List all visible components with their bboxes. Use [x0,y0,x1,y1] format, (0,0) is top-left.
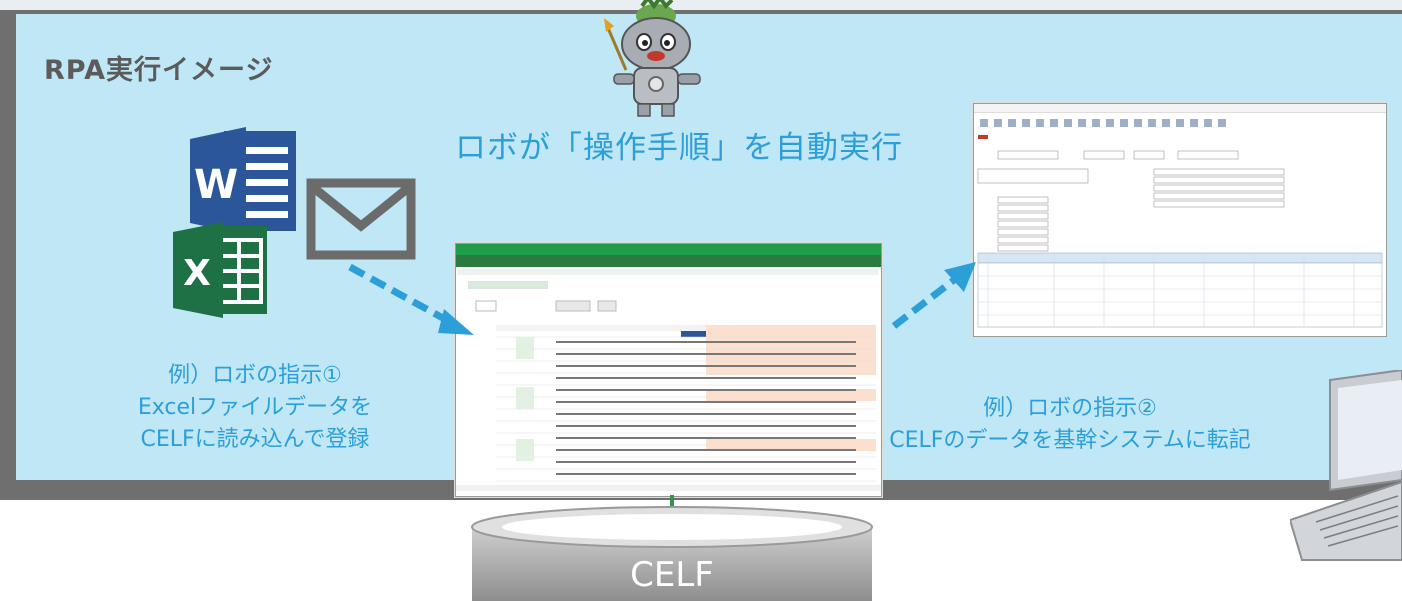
system-titlebar [974,104,1386,113]
robot-mascot-icon [604,0,701,117]
excel-icon-letter: X [183,253,211,294]
diagram-subtitle: ロボが「操作手順」を自動実行 [455,130,903,166]
mail-icon [306,178,416,260]
word-icon-letter: W [194,162,238,208]
note-left-line-1: 例）ロボの指示① [168,363,342,388]
note-left-line-2: Excelファイルデータを [137,395,373,420]
excel-icon: X [173,222,267,318]
word-icon: W [190,127,296,235]
note-right-line-2: CELFのデータを基幹システムに転記 [889,428,1251,453]
celf-titlebar [456,244,881,255]
arrow-celf-to-system [891,262,976,329]
note-right: 例）ロボの指示② CELFのデータを基幹システムに転記 [870,393,1270,457]
system-app-screenshot [973,103,1387,337]
system-form [974,113,1386,336]
note-left: 例）ロボの指示① Excelファイルデータを CELFに読み込んで登録 [105,360,405,456]
celf-toolbar [456,255,881,267]
database-icon [471,506,873,601]
celf-sheet-grid [456,267,881,496]
laptop-icon [1290,370,1402,561]
note-right-line-1: 例）ロボの指示② [983,396,1157,421]
diagram-title: RPA実行イメージ [44,55,274,86]
arrow-excel-to-celf [348,263,474,335]
celf-app-screenshot [455,243,882,497]
database-label: CELF [630,555,714,595]
note-left-line-3: CELFに読み込んで登録 [140,427,370,452]
